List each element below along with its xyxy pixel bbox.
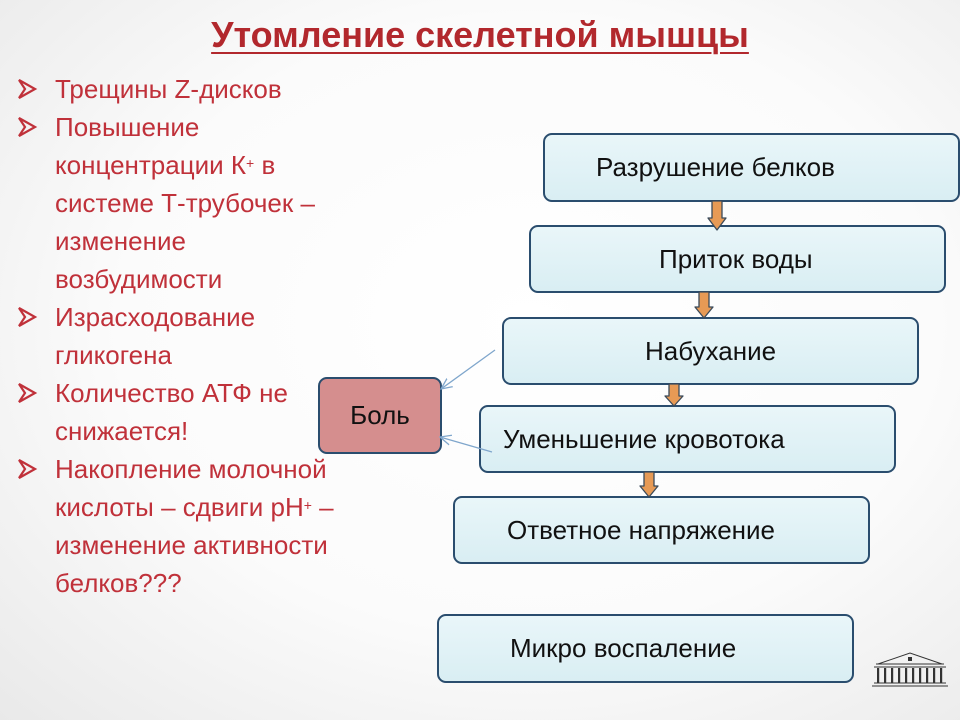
- arrowhead-bullet-icon: [18, 459, 38, 479]
- slide-title: Утомление скелетной мышцы: [211, 14, 749, 55]
- arrowhead-bullet-icon: [18, 307, 38, 327]
- bullet-item: Израсходование гликогена: [14, 298, 344, 374]
- bullet-item: Трещины Z-дисков: [14, 70, 344, 108]
- node-swelling: Набухание: [502, 317, 919, 385]
- bullet-text: Накопление молочной кислоты – сдвиги рН: [55, 454, 327, 522]
- bullet-text: Количество АТФ не снижается!: [55, 378, 288, 446]
- connector-bloodflow-to-pain: [440, 437, 493, 453]
- bullet-text: Израсходование гликогена: [55, 302, 256, 370]
- node-response-tension: Ответное напряжение: [453, 496, 870, 564]
- bullet-item: Накопление молочной кислоты – сдвиги рН+…: [14, 450, 344, 602]
- connector-swelling-to-pain: [441, 349, 496, 389]
- fatigue-causes-list: Трещины Z-дисков Повышение концентрации …: [14, 70, 344, 602]
- node-water-influx: Приток воды: [529, 225, 946, 293]
- node-protein-breakdown: Разрушение белков: [543, 133, 960, 202]
- arrowhead-bullet-icon: [18, 117, 38, 137]
- node-pain: Боль: [318, 377, 442, 454]
- university-building-logo-icon: [872, 652, 948, 687]
- arrowhead-bullet-icon: [18, 79, 38, 99]
- down-arrow-icon: [664, 383, 684, 407]
- down-arrow-icon: [694, 291, 714, 319]
- node-micro-inflammation: Микро воспаление: [437, 614, 854, 683]
- superscript-plus: +: [303, 497, 312, 513]
- down-arrow-icon: [639, 471, 659, 498]
- superscript-plus: +: [246, 155, 255, 171]
- node-reduced-blood-flow: Уменьшение кровотока: [479, 405, 896, 473]
- bullet-item: Количество АТФ не снижается!: [14, 374, 344, 450]
- bullet-text: Повышение концентрации К: [55, 112, 247, 180]
- arrowhead-bullet-icon: [18, 383, 38, 403]
- bullet-text: Трещины Z-дисков: [55, 74, 282, 104]
- bullet-text: в системе Т-трубочек – изменение возбуди…: [55, 150, 315, 294]
- bullet-text: – изменение активности белков???: [55, 492, 334, 598]
- down-arrow-icon: [707, 200, 727, 231]
- bullet-item: Повышение концентрации К+ в системе Т-тр…: [14, 108, 344, 298]
